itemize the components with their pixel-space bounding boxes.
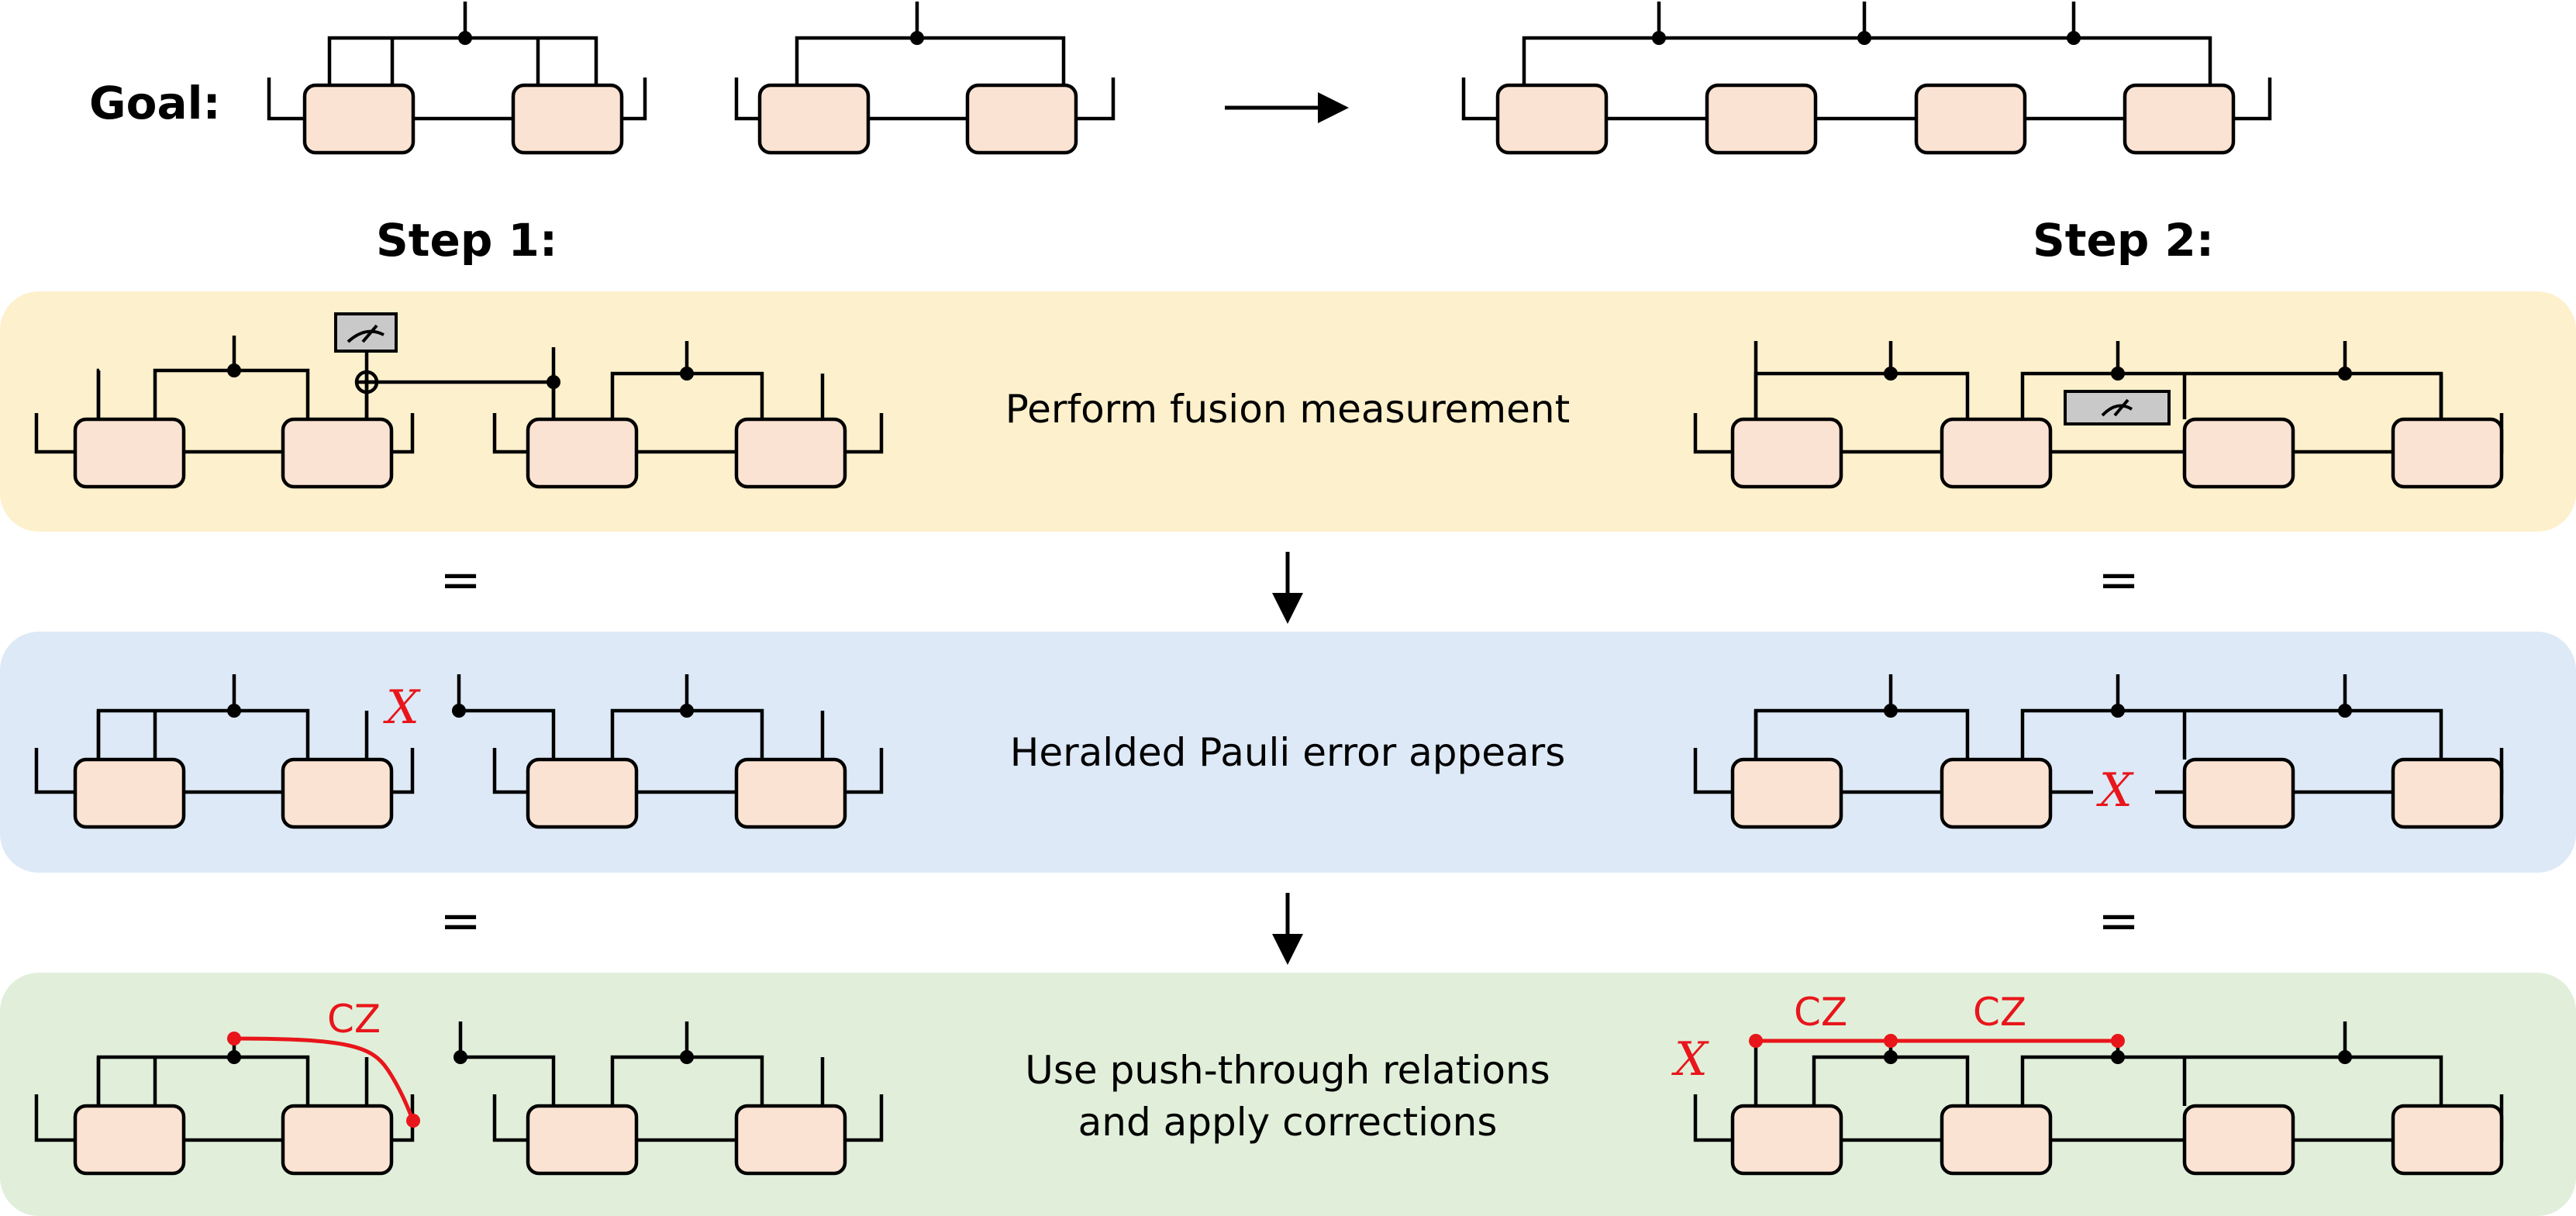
cz-label-left: CZ bbox=[327, 997, 381, 1042]
row2-right-diagram: X bbox=[1693, 674, 2504, 829]
cz-label-right-1: CZ bbox=[1794, 990, 1847, 1035]
equals-right-2: = bbox=[2098, 893, 2140, 950]
equals-left-1: = bbox=[440, 552, 481, 609]
step1-label: Step 1: bbox=[376, 214, 557, 267]
goal-label: Goal: bbox=[89, 77, 221, 129]
row2-left-diagram: X bbox=[34, 674, 884, 829]
row1-band bbox=[0, 291, 2576, 532]
row3-text-line2: and apply corrections bbox=[1078, 1100, 1498, 1145]
row3-band bbox=[0, 973, 2576, 1216]
row1-right-diagram bbox=[1693, 341, 2504, 489]
row3-left-diagram: CZ bbox=[34, 997, 884, 1176]
cz-curve-left bbox=[233, 1036, 416, 1122]
row3-text-line1: Use push-through relations bbox=[1025, 1048, 1550, 1093]
goal-middle-chain bbox=[734, 2, 1116, 155]
equals-left-2: = bbox=[440, 893, 481, 950]
goal-result-chain bbox=[1461, 2, 2272, 155]
pauli-x-row3: X bbox=[1671, 1032, 1709, 1087]
pauli-x-left: X bbox=[383, 680, 421, 735]
row3-right-diagram: CZ CZ X bbox=[1671, 990, 2504, 1176]
equals-right-1: = bbox=[2098, 552, 2140, 609]
goal-left-chain bbox=[267, 2, 647, 155]
row2-band bbox=[0, 632, 2576, 873]
row1-left-diagram bbox=[34, 312, 884, 489]
row1-text: Perform fusion measurement bbox=[1005, 387, 1570, 432]
cz-label-right-2: CZ bbox=[1973, 990, 2026, 1035]
step2-label: Step 2: bbox=[2033, 214, 2214, 267]
row2-text: Heralded Pauli error appears bbox=[1010, 730, 1566, 775]
pauli-x-right: X bbox=[2096, 763, 2134, 818]
